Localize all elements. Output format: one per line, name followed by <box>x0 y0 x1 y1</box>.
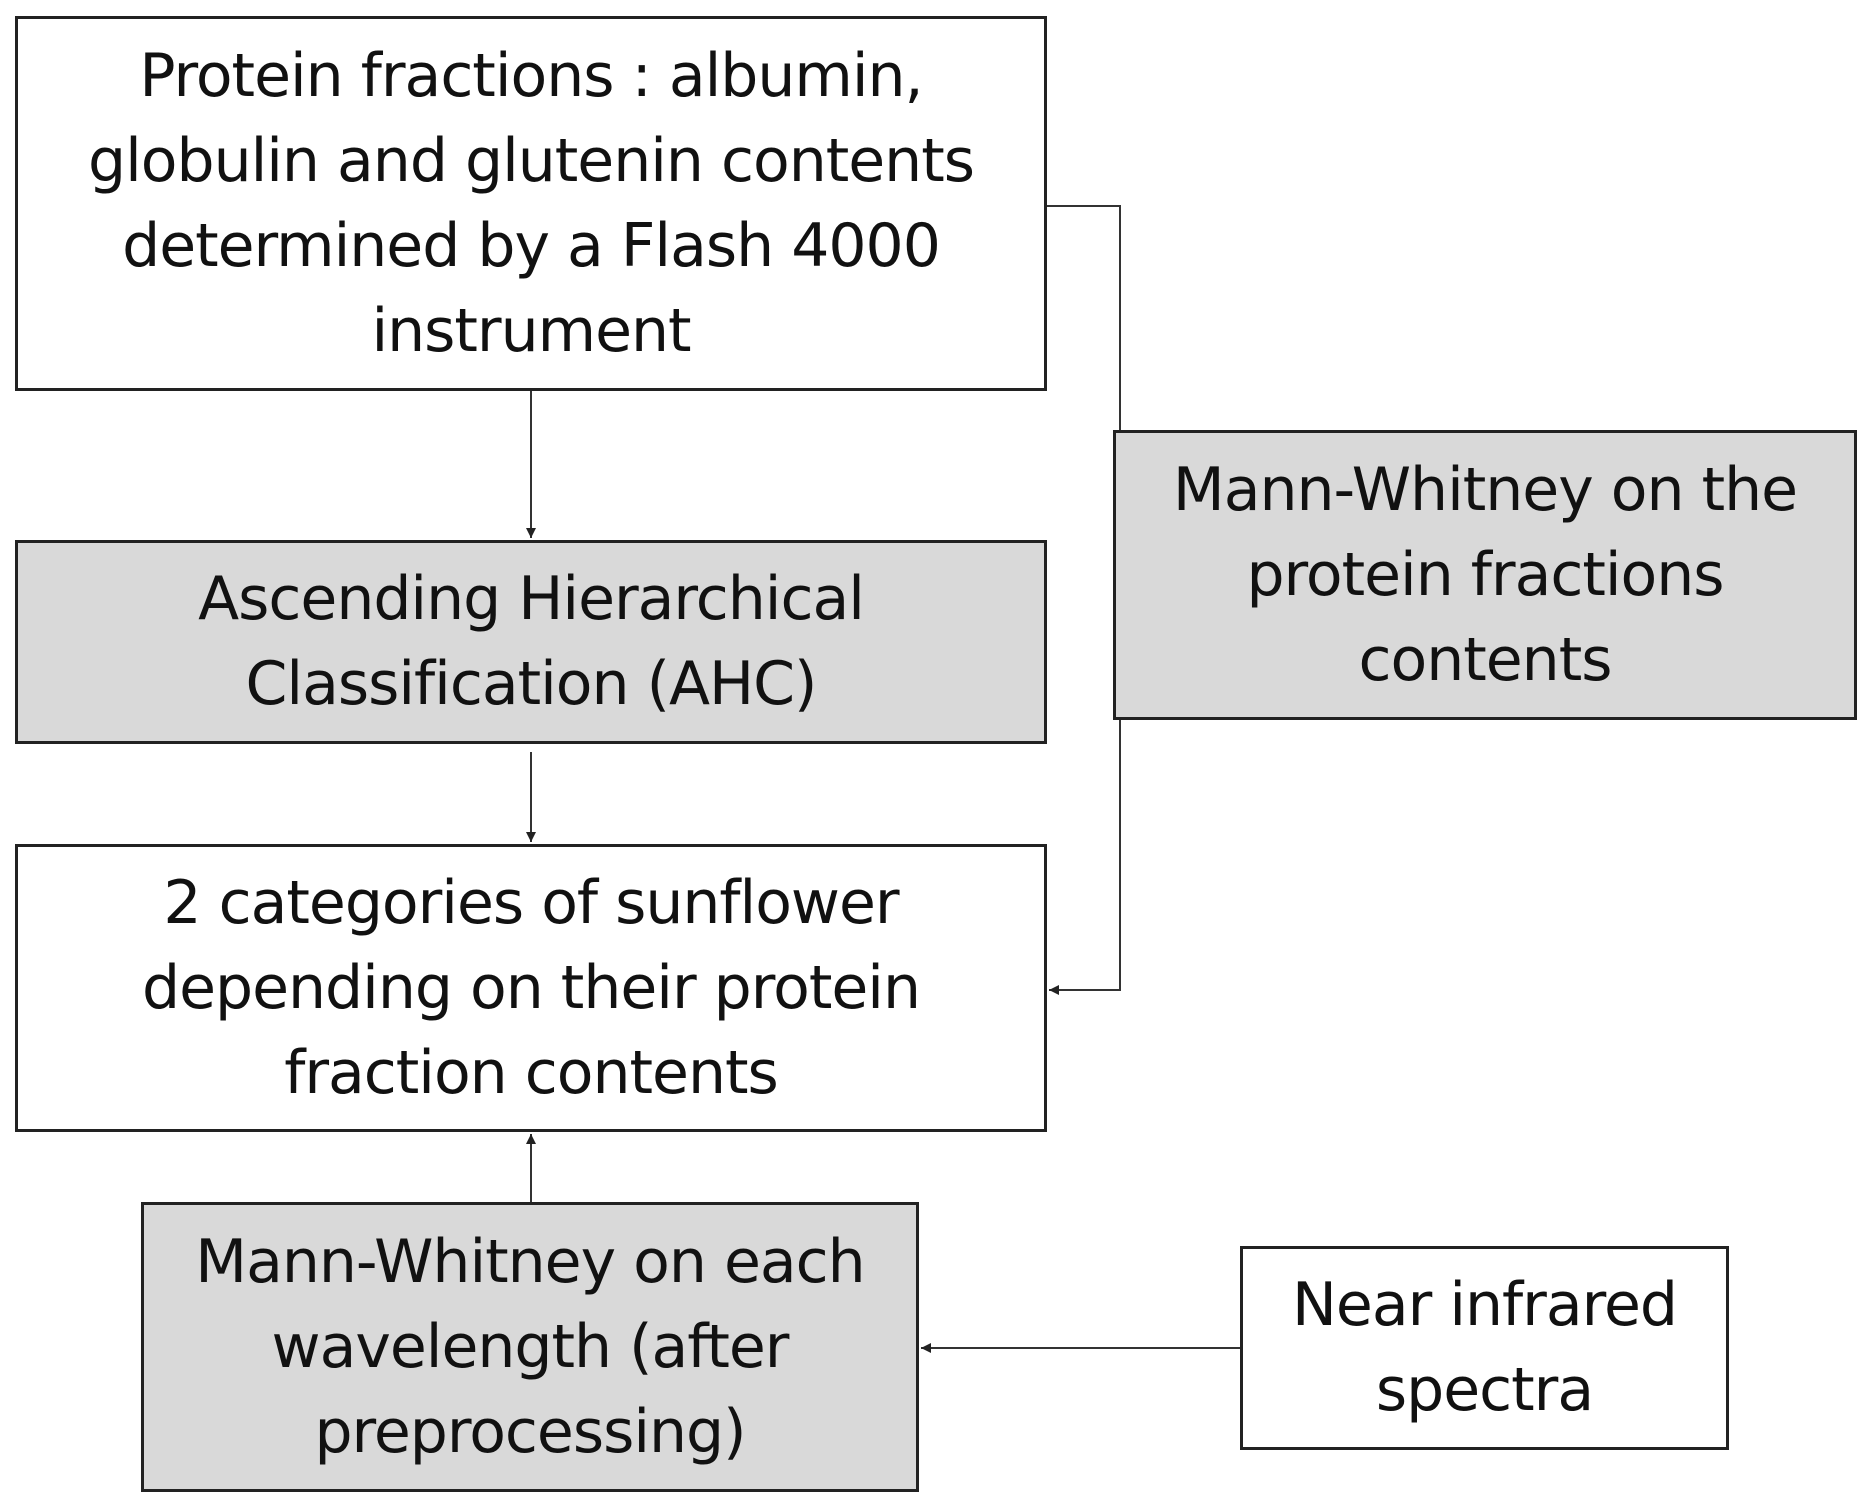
node-protein-fractions: Protein fractions : albumin, globulin an… <box>15 16 1047 391</box>
node-protein-fractions-text: Protein fractions : albumin, globulin an… <box>88 34 975 374</box>
node-line: Mann-Whitney on each <box>195 1226 865 1297</box>
node-ahc: Ascending Hierarchical Classification (A… <box>15 540 1047 744</box>
node-line: determined by a Flash 4000 <box>122 210 941 281</box>
node-line: Classification (AHC) <box>245 649 818 719</box>
node-mann-whitney-wavelength-text: Mann-Whitney on each wavelength (after p… <box>195 1220 865 1475</box>
node-line: Protein fractions : albumin, <box>139 40 923 111</box>
node-line: fraction contents <box>284 1037 779 1108</box>
node-near-infrared-spectra: Near infrared spectra <box>1240 1246 1729 1450</box>
node-mann-whitney-protein-text: Mann-Whitney on the protein fractions co… <box>1172 448 1798 703</box>
arrow-protein-via-mw-to-categories <box>1047 205 1121 995</box>
node-mann-whitney-protein: Mann-Whitney on the protein fractions co… <box>1113 430 1857 720</box>
node-line: Near infrared <box>1292 1270 1678 1340</box>
node-categories: 2 categories of sunflower depending on t… <box>15 844 1047 1132</box>
node-line: Mann-Whitney on the <box>1172 454 1798 525</box>
node-categories-text: 2 categories of sunflower depending on t… <box>142 861 921 1116</box>
node-line: Ascending Hierarchical <box>198 564 865 634</box>
node-line: contents <box>1358 624 1613 695</box>
node-line: spectra <box>1375 1355 1594 1425</box>
node-mann-whitney-wavelength: Mann-Whitney on each wavelength (after p… <box>141 1202 919 1492</box>
node-ahc-text: Ascending Hierarchical Classification (A… <box>198 557 865 727</box>
node-line: protein fractions <box>1246 539 1724 610</box>
node-near-infrared-spectra-text: Near infrared spectra <box>1292 1263 1678 1433</box>
node-line: wavelength (after <box>271 1311 790 1382</box>
node-line: instrument <box>371 295 691 366</box>
node-line: 2 categories of sunflower <box>163 867 899 938</box>
node-line: preprocessing) <box>314 1396 746 1467</box>
node-line: depending on their protein <box>142 952 921 1023</box>
node-line: globulin and glutenin contents <box>88 125 975 196</box>
